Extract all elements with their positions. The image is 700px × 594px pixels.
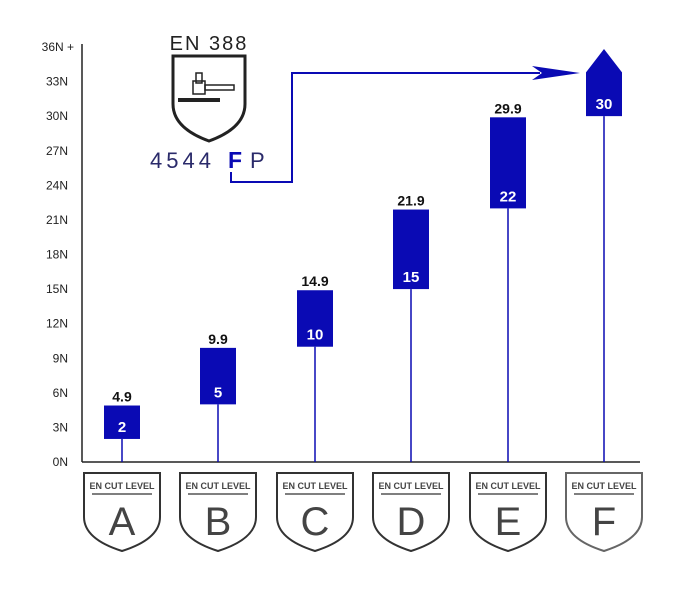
- bar-max-label: 21.9: [397, 193, 424, 209]
- bar-max-label: 14.9: [301, 273, 328, 289]
- bar-C: [297, 290, 333, 347]
- shield-icon: [171, 54, 247, 143]
- badge-caption: EN CUT LEVEL: [378, 481, 444, 491]
- bar-F: [586, 49, 622, 117]
- shield-icon: [372, 472, 450, 553]
- logo-code-prefix: 4544: [150, 148, 215, 173]
- y-tick-label: 9N: [53, 351, 68, 365]
- shield-icon: [276, 472, 354, 553]
- bar-max-label: 9.9: [208, 331, 228, 347]
- y-tick-label: 0N: [53, 455, 68, 469]
- bar-B: [200, 347, 236, 405]
- badge-caption: EN CUT LEVEL: [89, 481, 155, 491]
- bar-max-label: 29.9: [494, 100, 521, 116]
- bar-E: [490, 117, 526, 209]
- y-tick-label: 3N: [53, 420, 68, 434]
- bar-A: [104, 405, 140, 439]
- hammer-icon: [178, 72, 235, 102]
- bar-D: [393, 209, 429, 290]
- logo-code-suffix: P: [250, 148, 265, 173]
- shield-icon: [83, 472, 161, 553]
- badge-caption: EN CUT LEVEL: [475, 481, 541, 491]
- shield-icon: [565, 472, 643, 553]
- badge-level-letter: A: [109, 500, 136, 544]
- y-tick-label: 24N: [46, 178, 68, 192]
- badge-caption: EN CUT LEVEL: [282, 481, 348, 491]
- shield-icon: [469, 472, 547, 553]
- bar-min-label: 30: [596, 96, 613, 113]
- bar-min-label: 5: [214, 384, 222, 401]
- shield-icon: [179, 472, 257, 553]
- badge-caption: EN CUT LEVEL: [571, 481, 637, 491]
- badge-level-letter: D: [397, 500, 426, 544]
- bar-max-label: 4.9: [112, 389, 132, 405]
- y-tick-label: 15N: [46, 282, 68, 296]
- bar-min-label: 10: [307, 327, 324, 344]
- bar-min-label: 15: [403, 269, 420, 286]
- y-tick-label: 18N: [46, 248, 68, 262]
- logo-code-highlight: F: [228, 147, 242, 173]
- y-tick-label: 36N +: [42, 40, 74, 54]
- y-tick-label: 30N: [46, 109, 68, 123]
- badge-caption: EN CUT LEVEL: [185, 481, 251, 491]
- badge-level-letter: F: [592, 500, 616, 544]
- y-tick-label: 12N: [46, 317, 68, 331]
- badge-level-letter: E: [495, 500, 522, 544]
- y-tick-label: 27N: [46, 144, 68, 158]
- en388-logo: EN 388 4544 F P: [150, 33, 265, 173]
- y-tick-label: 33N: [46, 75, 68, 89]
- badge-level-letter: C: [301, 500, 330, 544]
- logo-standard: EN 388: [170, 33, 249, 55]
- highlight-arrow: [230, 66, 580, 183]
- y-tick-label: 6N: [53, 386, 68, 400]
- y-tick-label: 21N: [46, 213, 68, 227]
- y-axis: 0N 3N 6N 9N 12N 15N 18N 21N 24N 27N 30N 33N 36N +: [42, 40, 640, 469]
- bar-min-label: 22: [500, 188, 517, 205]
- bar-min-label: 2: [118, 419, 126, 436]
- badge-level-letter: B: [205, 500, 232, 544]
